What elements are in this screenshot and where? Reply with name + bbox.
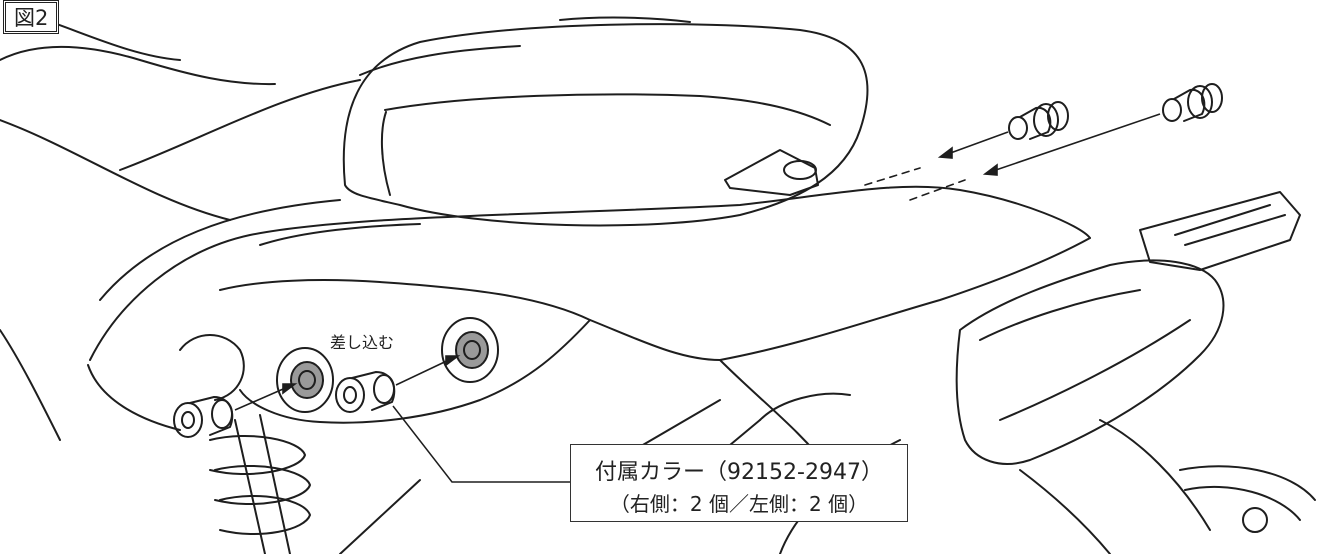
arrowhead-icon [937,146,953,159]
rear-shock-spring [179,334,311,554]
collar-part-1 [335,371,396,413]
pillion-seat-pad [342,16,869,227]
callout-quantity: （右側：2 個／左側：2 個） [609,492,869,516]
arrow-collar-3 [944,131,1009,156]
collar-hole-front [276,347,334,413]
figure-label: 図2 [3,0,60,34]
arrowhead-icon [982,163,998,176]
collar-part-2 [173,396,234,438]
arrow-collar-4 [989,113,1161,173]
insert-instruction-label: 差し込む [330,333,395,352]
turn-signal [1139,191,1301,271]
arrow-collar-2 [234,385,291,411]
arrowhead-icon [282,383,298,395]
collar-part-4 [1162,83,1223,122]
arrow-collar-1 [395,357,454,386]
callout-part-number: 付属カラー（92152-2947） [595,460,883,485]
callout-box: 付属カラー（92152-2947） （右側：2 個／左側：2 個） [570,444,908,522]
collar-hole-rear [441,317,499,383]
rider-seat [0,9,361,221]
tail-cowl [87,185,1091,471]
seat-bracket [724,149,819,196]
collar-part-3 [1008,101,1069,140]
insertion-arrows [234,113,1161,411]
hidden-hole-lines [864,167,966,201]
tail-lamp [955,259,1316,554]
arrowhead-icon [445,355,461,367]
callout-leader [392,405,572,483]
